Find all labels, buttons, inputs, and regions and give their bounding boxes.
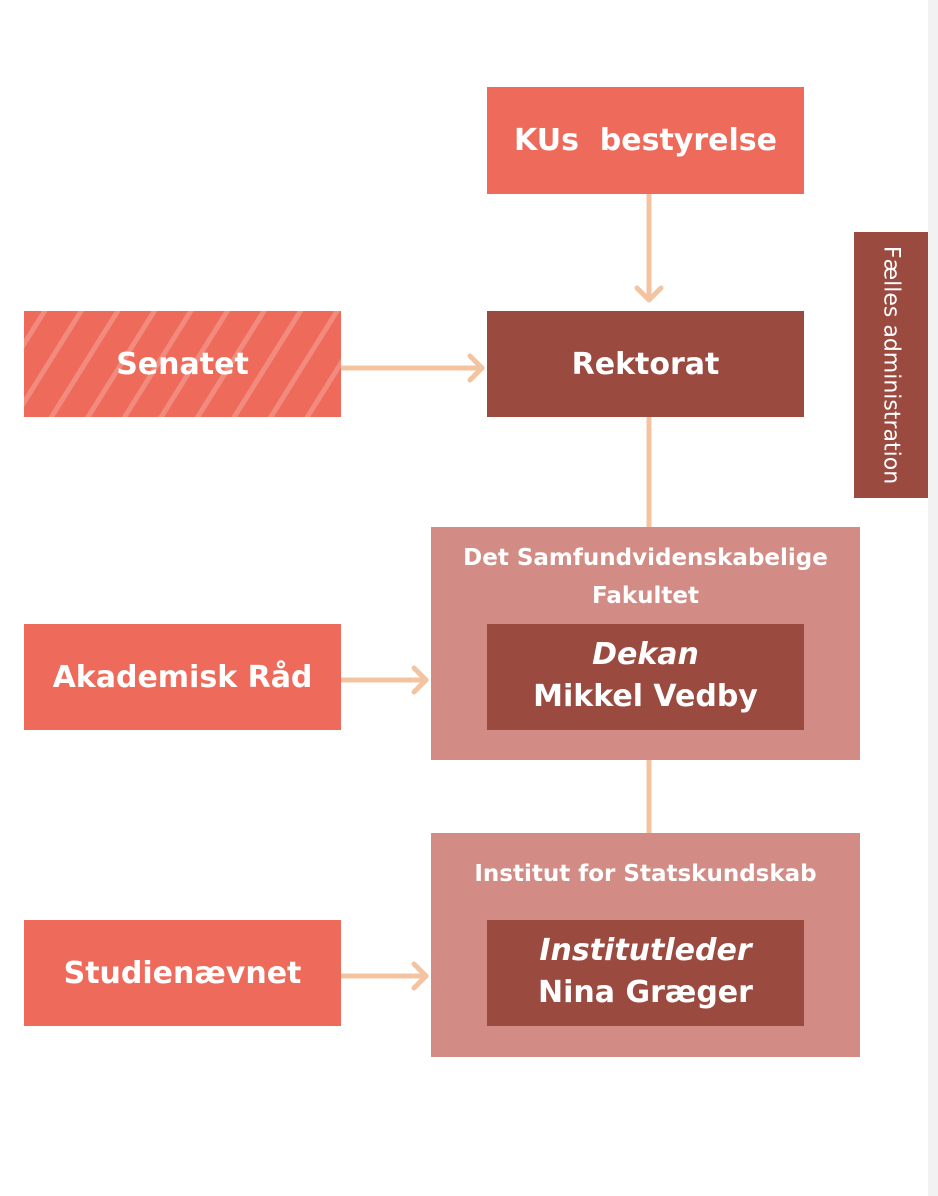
- rectorate-label: Rektorat: [571, 346, 720, 382]
- faculty-box: Det Samfundvidenskabelige Fakultet Dekan…: [431, 527, 860, 760]
- dean-name: Mikkel Vedby: [533, 679, 758, 714]
- department-title: Institut for Statskundskab: [474, 861, 817, 887]
- arrowhead-senate-to-rectorate: [467, 353, 485, 383]
- page-right-edge: [928, 0, 938, 1196]
- head-of-department-box: Institutleder Nina Græger: [487, 920, 804, 1026]
- academic-council-box: Akademisk Råd: [24, 624, 341, 730]
- board-label: KUs bestyrelse: [513, 123, 778, 158]
- dean-box: Dekan Mikkel Vedby: [487, 624, 804, 730]
- faculty-title-line2: Fakultet: [591, 583, 700, 609]
- board-box: KUs bestyrelse: [487, 87, 804, 194]
- faculty-title-line1: Det Samfundvidenskabelige: [463, 545, 828, 571]
- study-board-box: Studienævnet: [24, 920, 341, 1026]
- head-of-department-name: Nina Græger: [538, 975, 753, 1010]
- senate-label: Senatet: [116, 346, 249, 382]
- dean-role: Dekan: [592, 637, 699, 672]
- arrowhead-council-to-faculty: [411, 665, 429, 695]
- head-of-department-role: Institutleder: [539, 933, 752, 968]
- academic-council-label: Akademisk Råd: [52, 659, 313, 695]
- arrowhead-studyboard-to-department: [411, 961, 429, 991]
- shared-administration-box: Fælles administration: [854, 232, 928, 498]
- senate-box: Senatet: [24, 311, 341, 417]
- study-board-label: Studienævnet: [63, 955, 302, 991]
- shared-administration-label: Fælles administration: [878, 245, 904, 485]
- rectorate-box: Rektorat: [487, 311, 804, 417]
- department-box: Institut for Statskundskab Institutleder…: [431, 833, 860, 1057]
- arrowhead-board-to-rectorate: [634, 285, 664, 303]
